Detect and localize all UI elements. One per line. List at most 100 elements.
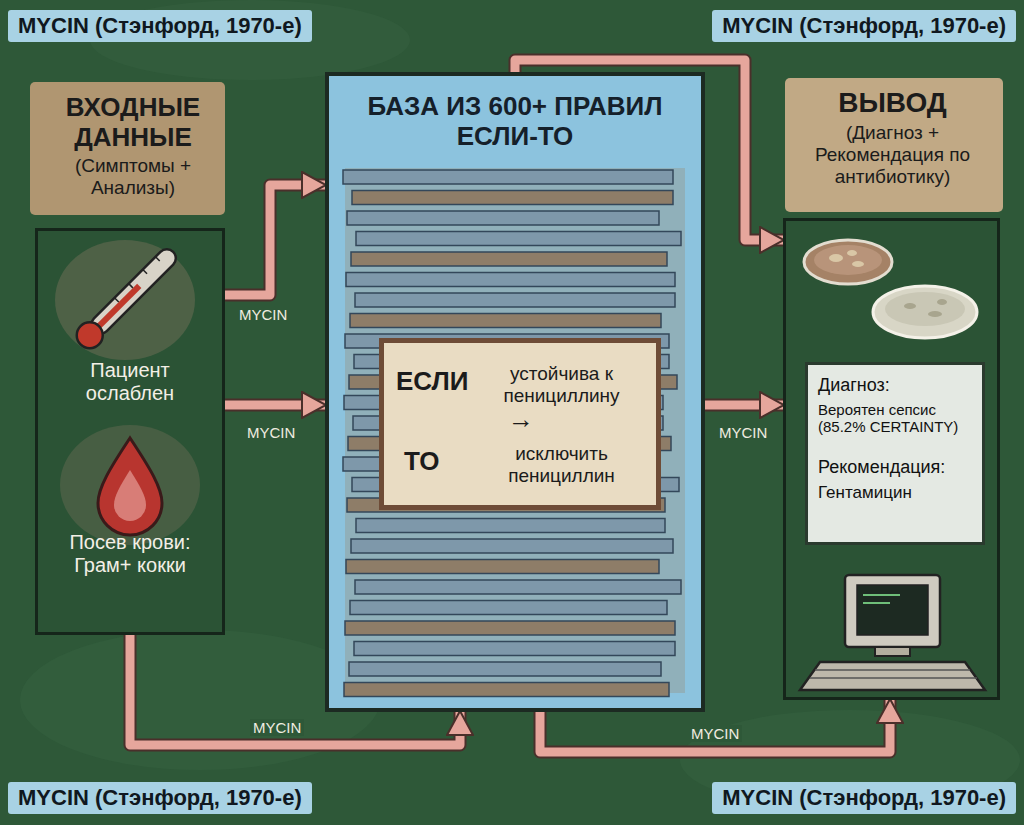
connector-outline: [225, 185, 325, 295]
heading-patch: [30, 78, 1003, 215]
result-heading: Диагноз:: [818, 375, 972, 396]
rule-card: ЕСЛИустойчива к пенициллину→ ТОисключить …: [379, 338, 661, 510]
blood-drop-icon: [114, 470, 146, 521]
blood-drop-icon: [98, 438, 162, 535]
input-caption: Посев крови: Грам+ кокки: [48, 531, 212, 577]
paper-sheet: [356, 232, 681, 246]
panel-fill: [35, 228, 225, 635]
panel-fill: [325, 72, 705, 712]
rule-base-heading: БАЗА ИЗ 600+ ПРАВИЛ ЕСЛИ-ТО: [345, 92, 685, 152]
thermometer-icon: [143, 269, 147, 273]
flow-arrow: [225, 185, 325, 295]
computer-icon: [857, 585, 928, 635]
connector-outline: [225, 399, 325, 412]
computer-icon: [875, 647, 910, 656]
petri-dish-icon: [814, 245, 882, 275]
paper-sheet: [343, 170, 673, 184]
paper-sheet: [350, 601, 667, 615]
edge-label: MYCIN: [236, 306, 290, 323]
paper-sheet: [354, 642, 675, 656]
paper-sheet: [347, 211, 659, 225]
thermometer-icon: [71, 243, 182, 354]
corner-label: MYCIN (Стэнфорд, 1970-е): [712, 10, 1016, 42]
paper-sheet: [346, 560, 659, 574]
paper-sheet: [345, 621, 675, 635]
panel-fill: [55, 240, 195, 360]
connector-group: [130, 60, 890, 752]
rule-arrow: →: [496, 405, 546, 435]
flow-arrow: [540, 700, 890, 752]
heading-patch: [785, 78, 1003, 212]
thermometer-icon: [114, 298, 118, 302]
thermometer-icon: [93, 284, 141, 332]
paper-sheet: [349, 662, 661, 676]
petri-dish-icon: [885, 292, 965, 326]
thermometer-icon: [88, 245, 180, 337]
panel-subheading: (Симптомы + Анализы): [43, 155, 223, 199]
panel-heading: ВХОДНЫЕ ДАННЫЕ: [43, 93, 223, 153]
paper-sheet: [344, 683, 669, 697]
connector-outline: [130, 635, 460, 745]
petri-dish-icon: [928, 311, 942, 317]
paper-sheet: [346, 273, 675, 287]
panel-fill: [345, 168, 685, 693]
result-value: Вероятен сепсис (85.2% CERTAINTY): [818, 401, 972, 436]
rule-base-box: БАЗА ИЗ 600+ ПРАВИЛ ЕСЛИ-ТО ЕСЛИустойчива…: [325, 72, 705, 712]
petri-dish-icon: [804, 240, 892, 284]
flow-arrow: [225, 401, 325, 410]
flow-arrow: [130, 635, 460, 745]
petri-dish-icon: [873, 286, 977, 338]
computer-icon: [800, 662, 985, 690]
thermometer-icon: [71, 317, 108, 354]
paper-sheet: [351, 252, 667, 266]
connector-outline: [540, 700, 890, 752]
input-caption: Пациент ослаблен: [48, 359, 212, 405]
petri-dish-icon: [852, 261, 864, 267]
result-value: Гентамицин: [818, 483, 972, 503]
paper-sheet: [352, 191, 673, 205]
output-panel: ВЫВОД(Диагноз + Рекомендация по антибиот…: [783, 218, 1000, 700]
rule-condition: устойчива к пенициллину: [474, 363, 649, 407]
edge-label: MYCIN: [244, 424, 298, 441]
computer-icon: [810, 677, 977, 679]
rule-keyword: ТО: [404, 447, 474, 477]
connector-outline: [705, 399, 783, 412]
panel-fill: [783, 218, 1000, 700]
edge-label: MYCIN: [250, 719, 304, 736]
petri-dish-icon: [904, 303, 916, 309]
rule-action: исключить пенициллин: [474, 443, 649, 487]
panel-fill: [35, 72, 1000, 712]
paper-sheet: [350, 314, 661, 328]
panel-subheading: (Диагноз + Рекомендация по антибиотику): [789, 122, 996, 188]
thermometer-icon: [156, 257, 160, 261]
blood-drop-icon: [98, 438, 162, 535]
computer-icon: [863, 602, 890, 604]
computer-icon: [845, 575, 940, 647]
edge-label: MYCIN: [716, 424, 770, 441]
computer-icon: [800, 575, 985, 690]
petri-dish-icon: [937, 299, 947, 305]
result-heading: Рекомендация:: [818, 457, 972, 478]
paper-sheet: [356, 519, 665, 533]
petri-dish-icon: [847, 250, 857, 256]
paper-sheet: [355, 580, 681, 594]
rule-keyword: ЕСЛИ: [396, 367, 476, 397]
thermometer-icon: [129, 284, 133, 288]
paper-sheet: [355, 293, 675, 307]
corner-label: MYCIN (Стэнфорд, 1970-е): [712, 782, 1016, 814]
panel-fill: [60, 425, 200, 545]
corner-label: MYCIN (Стэнфорд, 1970-е): [8, 782, 312, 814]
panel-heading: ВЫВОД: [789, 87, 996, 119]
edge-label: MYCIN: [688, 725, 742, 742]
computer-icon: [815, 669, 970, 671]
result-panel: Диагноз: Вероятен сепсис (85.2% CERTAINTY…: [805, 362, 985, 545]
paper-sheet: [351, 539, 673, 553]
heading-patch: [30, 82, 225, 215]
corner-label: MYCIN (Стэнфорд, 1970-е): [8, 10, 312, 42]
computer-icon: [863, 594, 900, 596]
petri-dish-icon: [804, 240, 977, 338]
input-panel: ВХОДНЫЕ ДАННЫЕ(Симптомы + Анализы)Пациен…: [35, 228, 225, 635]
